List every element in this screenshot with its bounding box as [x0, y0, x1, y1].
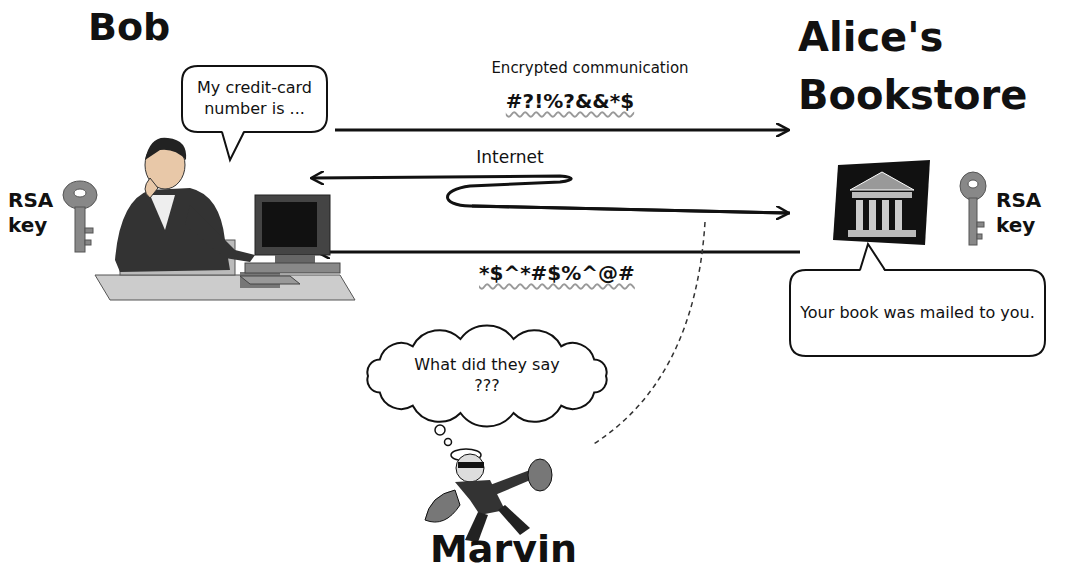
speech-bubble: My credit-card number is ... [182, 66, 327, 132]
store-name: Alice's Bookstore [798, 8, 1060, 124]
bookstore-building [833, 160, 930, 245]
bubble-text: What did they say ??? [402, 355, 572, 397]
bob-figure [95, 138, 355, 300]
bubble-text: My credit-card number is ... [192, 78, 317, 120]
computer-icon [240, 195, 340, 284]
person-name: Bob [88, 6, 208, 50]
internet-arrow [472, 206, 788, 213]
internet-line [312, 176, 790, 213]
rsa-key-icon [63, 181, 97, 252]
tap-line [592, 222, 705, 445]
rsa-key-icon [960, 172, 986, 245]
send-arrow [335, 129, 788, 132]
channel-label: Encrypted communication [440, 60, 740, 77]
thought-dots [435, 425, 452, 446]
network-label: Internet [455, 148, 565, 168]
key-label: RSA key [996, 188, 1060, 238]
reply-arrow [318, 251, 800, 254]
person-name: Marvin [430, 528, 610, 572]
ciphertext: #?!%?&&*$ [455, 90, 685, 113]
speech-bubble: Your book was mailed to you. [790, 270, 1045, 356]
key-label: RSA key [8, 188, 66, 238]
bubble-text: Your book was mailed to you. [800, 303, 1035, 324]
thought-cloud: What did they say ??? [362, 332, 612, 420]
ciphertext: *$^*#$%^@# [475, 262, 639, 285]
